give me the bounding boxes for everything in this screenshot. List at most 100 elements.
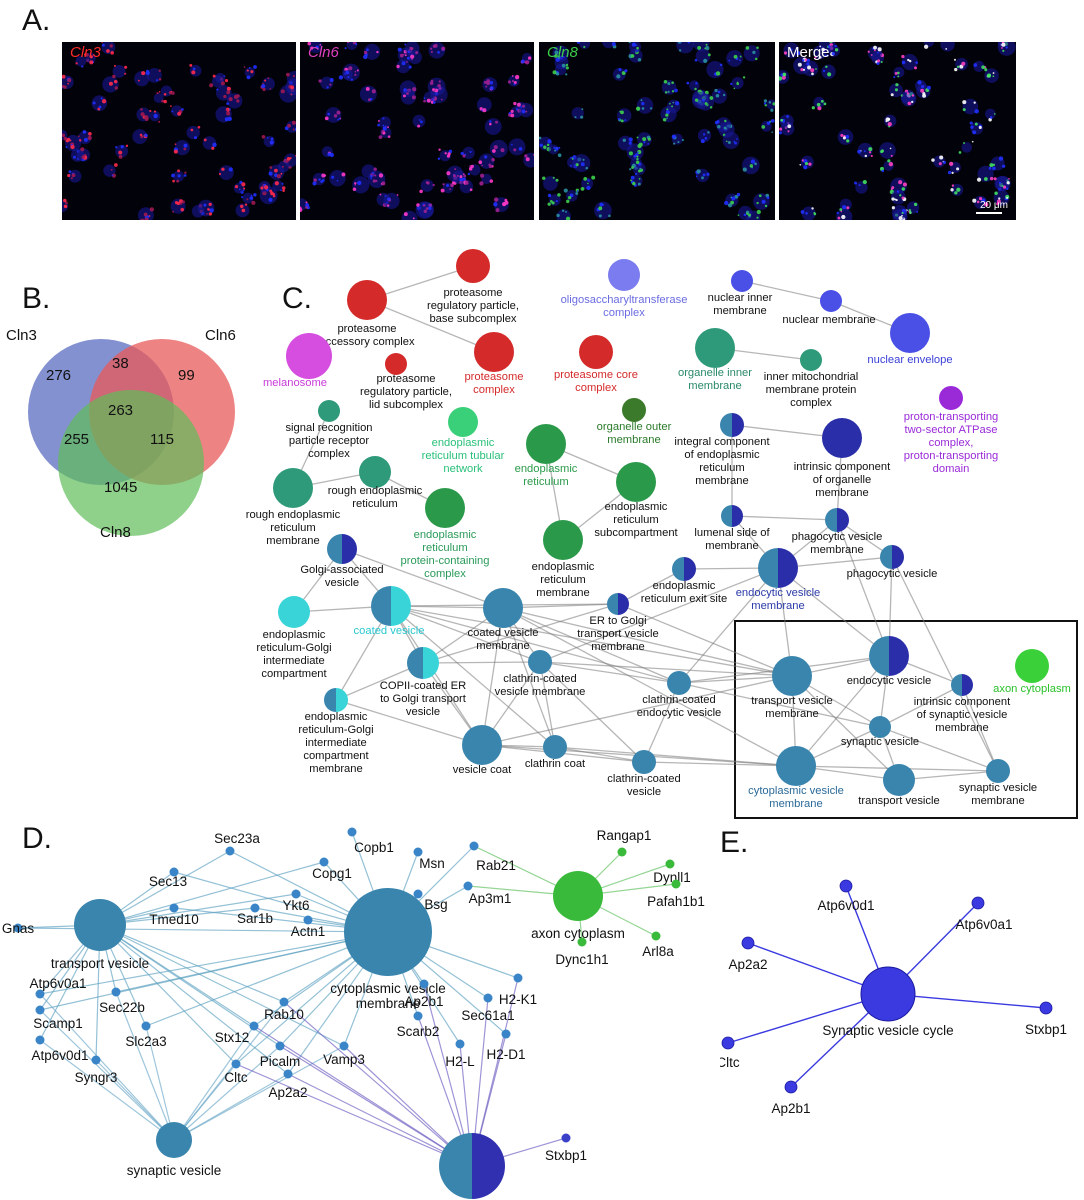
signal-dot [893, 76, 896, 79]
signal-dot [1001, 42, 1006, 47]
gene-label: Atp6v0a1 [29, 976, 86, 991]
network-edge [39, 1039, 175, 1141]
signal-dot [354, 73, 357, 77]
signal-dot [469, 188, 473, 192]
node-label: synaptic vesicle [959, 782, 1037, 794]
signal-dot [951, 171, 954, 174]
signal-dot [305, 206, 308, 209]
network-edge [99, 924, 345, 1047]
node-label: reticulum [422, 542, 467, 554]
nucleus-blob [857, 142, 873, 158]
signal-dot [636, 157, 639, 161]
signal-dot [438, 80, 441, 83]
signal-dot [533, 154, 534, 156]
node-label: ER to Golgi [589, 615, 646, 627]
signal-dot [994, 191, 998, 196]
node-label: reticulum [540, 574, 585, 586]
signal-dot [341, 172, 346, 177]
node-label: transport vesicle [577, 628, 658, 640]
signal-dot [846, 206, 850, 210]
gene-node-vamp3: Vamp3 [323, 1041, 365, 1067]
gene-node-syngr3: Syngr3 [75, 1055, 117, 1085]
signal-dot [547, 193, 552, 198]
signal-dot [970, 125, 974, 129]
node-circle [986, 759, 1010, 783]
signal-dot [992, 75, 995, 78]
signal-dot [902, 182, 907, 187]
nucleus-blob [112, 64, 126, 78]
signal-dot [638, 142, 643, 147]
signal-dot [956, 187, 961, 192]
signal-dot [75, 62, 78, 65]
gene-label: Sar1b [237, 911, 273, 926]
gene-label: Copb1 [354, 840, 394, 855]
signal-dot [628, 42, 631, 44]
signal-dot [513, 148, 517, 152]
signal-dot [67, 82, 69, 85]
signal-dot [673, 142, 676, 145]
signal-dot [489, 122, 492, 126]
signal-dot [555, 72, 560, 76]
panel-letter-e: E. [720, 826, 749, 859]
node-half-left [672, 557, 684, 581]
gene-dot [169, 867, 179, 877]
signal-dot [172, 179, 175, 183]
signal-dot [864, 154, 868, 158]
node-circle [860, 966, 916, 1022]
node-circle [74, 899, 126, 951]
signal-dot [382, 117, 385, 120]
signal-dot [829, 42, 833, 44]
signal-dot [269, 189, 273, 193]
network-edge [539, 661, 680, 684]
signal-dot [731, 196, 736, 201]
nucleus-blob [855, 181, 868, 194]
signal-dot [345, 70, 350, 75]
signal-dot [422, 203, 425, 206]
signal-dot [807, 65, 812, 70]
node-half-left [439, 1133, 472, 1199]
gene-dot [291, 889, 301, 899]
node-circle [1015, 649, 1049, 683]
signal-dot [705, 43, 708, 46]
signal-dot [704, 102, 708, 106]
nucleus-blob [428, 42, 446, 59]
signal-dot [139, 133, 143, 137]
node-half-right [684, 557, 696, 581]
signal-dot [561, 63, 566, 68]
gene-dot [671, 879, 681, 889]
signal-dot [224, 79, 229, 83]
network-edge [99, 924, 289, 1075]
nucleus-blob [715, 117, 732, 133]
signal-dot [725, 140, 728, 143]
signal-dot [894, 198, 897, 201]
signal-dot [976, 200, 980, 204]
gene-label: Ap2b1 [771, 1101, 810, 1116]
signal-dot [992, 163, 996, 167]
signal-dot [881, 169, 885, 173]
signal-dot [750, 159, 756, 164]
signal-dot [372, 179, 376, 183]
signal-dot [702, 98, 705, 102]
signal-dot [447, 152, 451, 156]
signal-dot [148, 215, 151, 217]
network-edge [791, 675, 900, 781]
signal-dot [352, 187, 357, 192]
nucleus-blob [722, 131, 740, 149]
signal-dot [68, 170, 72, 174]
signal-dot [70, 143, 73, 146]
signal-dot [137, 79, 140, 82]
signal-dot [401, 61, 406, 66]
node-label: proteasome core [554, 369, 638, 381]
signal-dot [1000, 47, 1003, 49]
nucleus-blob [412, 114, 426, 128]
signal-dot [587, 179, 590, 182]
venn-count-cln8-only: 1045 [104, 479, 137, 496]
signal-dot [485, 85, 488, 88]
signal-dot [62, 74, 66, 79]
nucleus-blob [879, 142, 896, 159]
gene-node-stx12: Stx12 [215, 1021, 259, 1045]
signal-dot [552, 176, 555, 179]
signal-dot [415, 51, 419, 55]
